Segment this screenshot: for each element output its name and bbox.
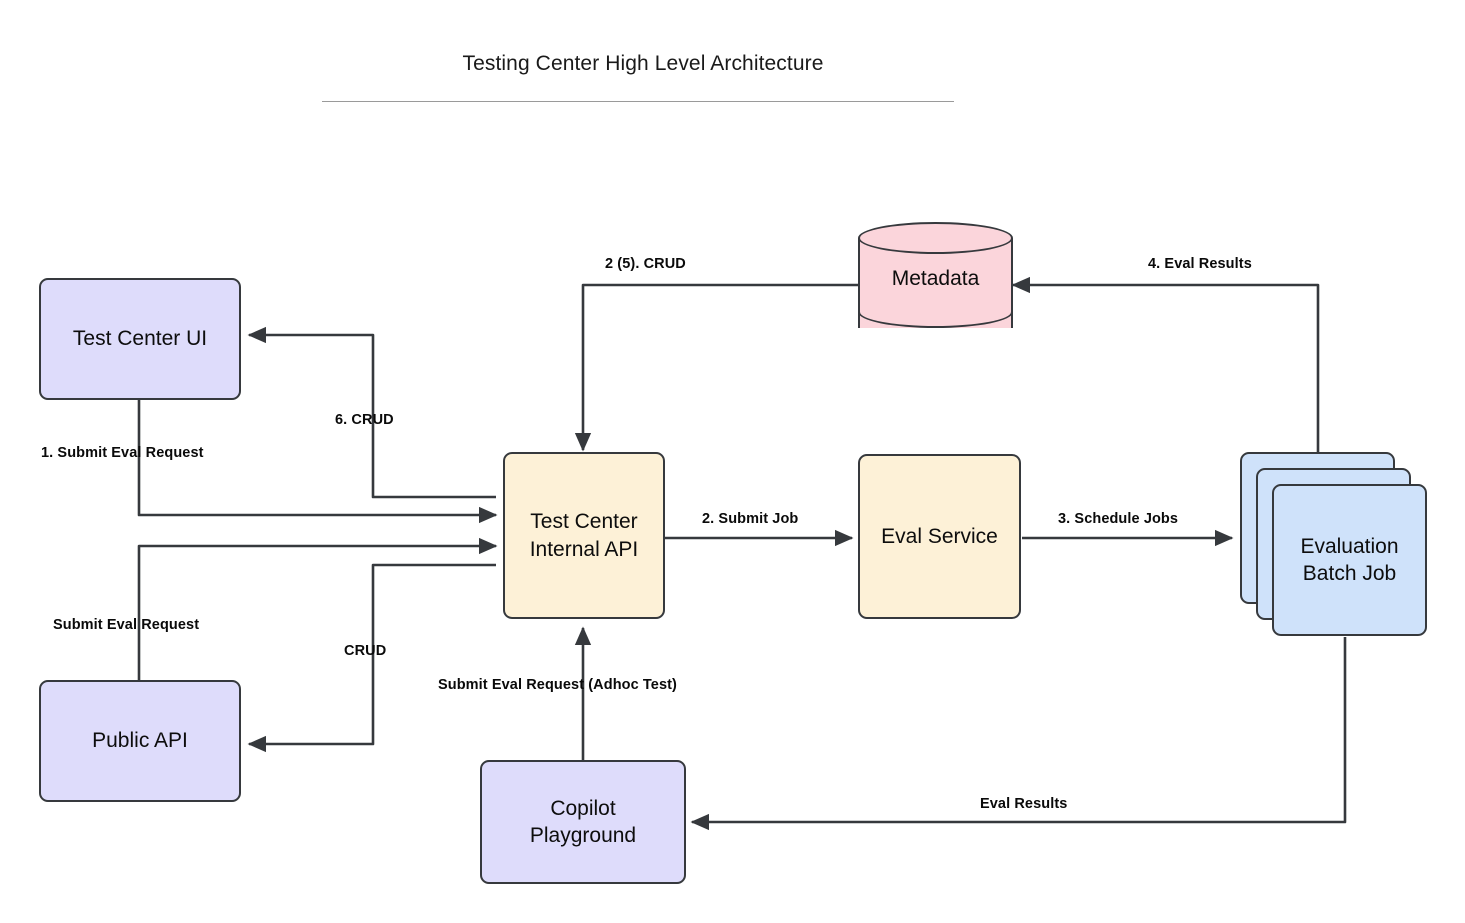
edge-submit-eval-request-ui <box>137 400 498 524</box>
node-batch-job-label-line2: Batch Job <box>1302 562 1397 585</box>
edge-label-crud-2-5: 2 (5). CRUD <box>605 256 686 272</box>
edge-label-submit-eval-request-public: Submit Eval Request <box>53 617 200 633</box>
batch-job-layer-front <box>1272 484 1427 636</box>
node-copilot-playground-label-line1: Copilot <box>550 796 616 820</box>
node-internal-api-label-line1: Test Center <box>530 510 638 534</box>
page-title: Testing Center High Level Architecture <box>462 52 824 75</box>
node-internal-api-label-line2: Internal API <box>529 537 639 561</box>
edge-crud-2-5 <box>574 283 860 452</box>
node-internal-api[interactable]: Test Center Internal API <box>503 452 665 619</box>
edge-label-eval-results-copilot: Eval Results <box>980 796 1068 812</box>
edge-eval-results-metadata <box>1011 276 1320 452</box>
metadata-cylinder-top <box>858 222 1013 254</box>
edge-label-crud-public: CRUD <box>344 643 387 659</box>
node-public-api-label: Public API <box>92 729 188 753</box>
edge-submit-eval-request-public <box>137 537 498 680</box>
node-metadata[interactable]: Metadata <box>858 222 1013 342</box>
edge-label-submit-eval-request-ui: 1. Submit Eval Request <box>41 445 204 461</box>
node-eval-service[interactable]: Eval Service <box>858 454 1021 619</box>
node-public-api[interactable]: Public API <box>39 680 241 802</box>
node-batch-job[interactable]: Evaluation Batch Job <box>1240 452 1428 638</box>
node-eval-service-label: Eval Service <box>881 524 998 548</box>
node-batch-job-label: Evaluation Batch Job <box>1272 484 1427 636</box>
node-copilot-playground-label-line2: Playground <box>529 824 637 847</box>
edge-label-submit-eval-request-adhoc: Submit Eval Request (Adhoc Test) <box>438 677 677 693</box>
edge-crud-public <box>247 563 496 753</box>
node-batch-job-label-line1: Evaluation <box>1300 534 1399 558</box>
node-test-center-ui[interactable]: Test Center UI <box>39 278 241 400</box>
node-test-center-ui-label: Test Center UI <box>72 327 208 351</box>
title-divider <box>322 101 954 102</box>
edge-label-submit-job: 2. Submit Job <box>702 511 799 527</box>
edge-label-crud-6: 6. CRUD <box>335 412 394 428</box>
edge-label-schedule-jobs: 3. Schedule Jobs <box>1058 511 1179 527</box>
node-metadata-label: Metadata <box>891 267 980 290</box>
node-copilot-playground[interactable]: Copilot Playground <box>480 760 686 884</box>
edge-label-eval-results-metadata: 4. Eval Results <box>1148 256 1252 272</box>
edge-crud-6 <box>247 326 496 499</box>
edge-eval-results-copilot <box>690 637 1347 831</box>
